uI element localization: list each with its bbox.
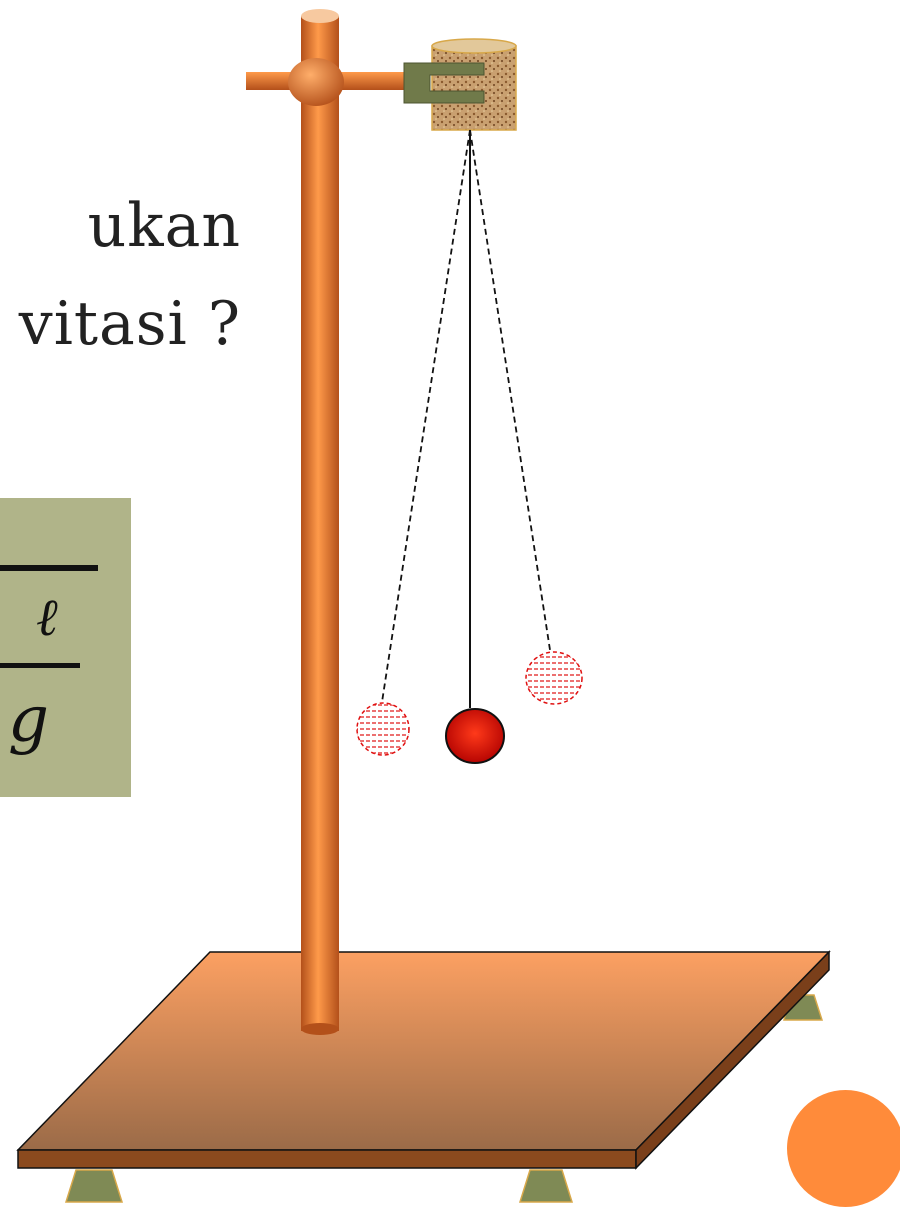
formula-numerator: ℓ [36, 588, 58, 648]
foot-left [64, 1169, 124, 1203]
base-plate-top [16, 951, 831, 1151]
base-plate-side [635, 950, 830, 1170]
decorative-orange-circle [787, 1090, 900, 1207]
ghost-bob-right [525, 651, 583, 705]
cork-holder-icon [431, 45, 517, 131]
rod-bottom-cap [301, 1023, 339, 1035]
foot-middle [518, 1169, 574, 1203]
clip-bracket [403, 62, 485, 104]
string-left-dashed [381, 129, 471, 703]
formula-denominator: g [8, 683, 49, 757]
ghost-bob-left [356, 702, 410, 756]
sqrt-vinculum [0, 565, 98, 571]
clamp-knob [288, 58, 344, 106]
pendulum-bob-icon [445, 708, 505, 764]
base-plate-front [17, 1149, 637, 1169]
string-right-dashed [469, 129, 551, 651]
title-line-2: vitasi ? [18, 289, 241, 359]
title-line-1: ukan [87, 191, 241, 261]
formula-box [0, 498, 131, 797]
fraction-bar [0, 663, 80, 668]
rod-top-cap [301, 9, 339, 23]
support-rod [301, 16, 339, 1031]
